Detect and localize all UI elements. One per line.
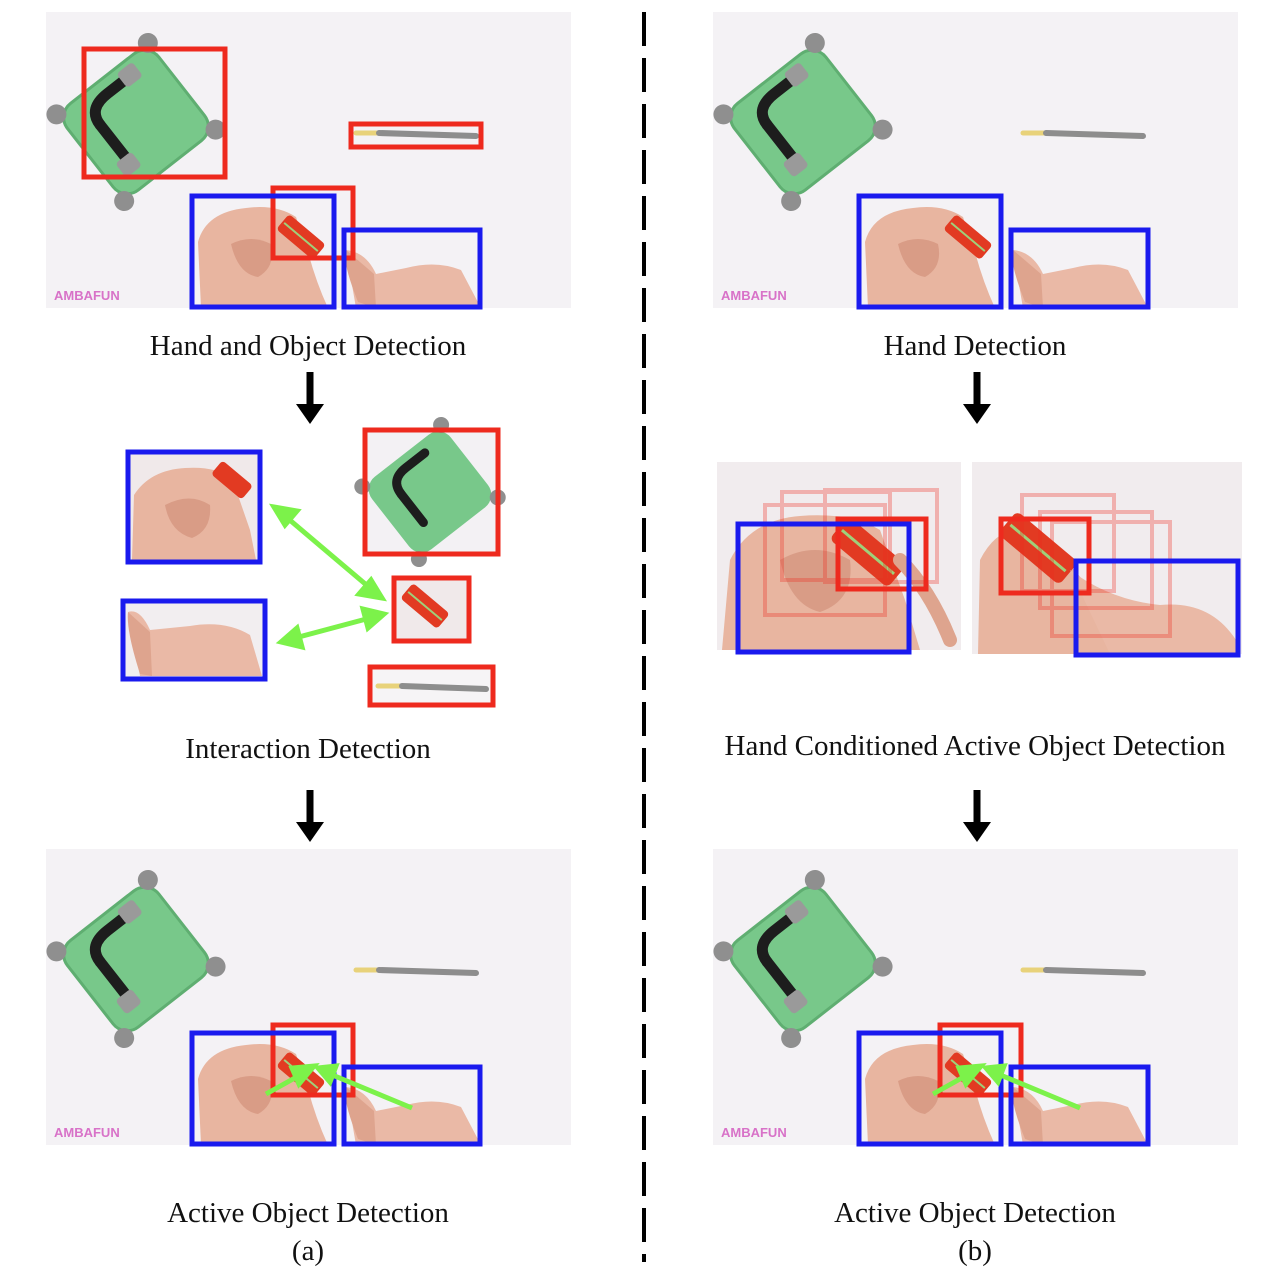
detection-boxes-a3 [189, 1022, 483, 1147]
crop-conditioned-right-b [972, 462, 1242, 658]
crop-held-object-a [391, 575, 472, 644]
object-box-stick [348, 121, 484, 150]
detection-boxes-a1 [81, 46, 484, 310]
object-box-held [270, 185, 356, 261]
detection-boxes-b3 [856, 1022, 1151, 1147]
flow-arrow-b1 [963, 372, 991, 424]
flow-arrow-a1 [296, 372, 324, 424]
step1-label-b: Hand Detection [884, 330, 1067, 362]
scene-image-b1 [709, 12, 1238, 308]
step3-label-b: Active Object Detection [834, 1197, 1116, 1229]
hand-box-left [856, 193, 1004, 310]
hand-box-left [856, 1030, 1004, 1147]
step2-label-a: Interaction Detection [185, 733, 431, 765]
active-arrows-b [931, 1062, 1081, 1111]
hand-box-right [341, 227, 483, 310]
hand-box-left [189, 193, 337, 310]
active-arrows-a [264, 1062, 413, 1111]
step1-label-a: Hand and Object Detection [150, 330, 467, 362]
hand-box-right [341, 1064, 483, 1147]
panel-a: Hand and Object Detection [42, 12, 571, 1267]
crop-suitcase-a [354, 416, 506, 568]
crop-hand-right-a [120, 598, 268, 682]
flow-arrow-a2 [296, 790, 324, 842]
crop-conditioned-left-b [717, 462, 961, 655]
scene-image-a1 [42, 12, 571, 308]
interaction-arrows-a [268, 503, 390, 651]
object-box-active [937, 1022, 1024, 1098]
step3-label-a: Active Object Detection [167, 1197, 449, 1229]
hand-box-right [1008, 227, 1151, 310]
detection-boxes-b1 [856, 193, 1151, 310]
object-box-active [270, 1022, 356, 1098]
caption-a: (a) [292, 1235, 324, 1267]
object-box-suitcase [81, 46, 228, 180]
hand-box-left [189, 1030, 337, 1147]
panel-b: Hand Detection [709, 12, 1242, 1267]
scene-image-a3 [42, 849, 571, 1145]
crop-stick-a [367, 664, 496, 708]
crop-hand-left-a [125, 449, 263, 565]
step2-label-b: Hand Conditioned Active Object Detection [725, 730, 1226, 762]
scene-image-b3 [709, 849, 1238, 1145]
caption-b: (b) [958, 1235, 992, 1267]
flow-arrow-b2 [963, 790, 991, 842]
hand-box-right [1008, 1064, 1151, 1147]
